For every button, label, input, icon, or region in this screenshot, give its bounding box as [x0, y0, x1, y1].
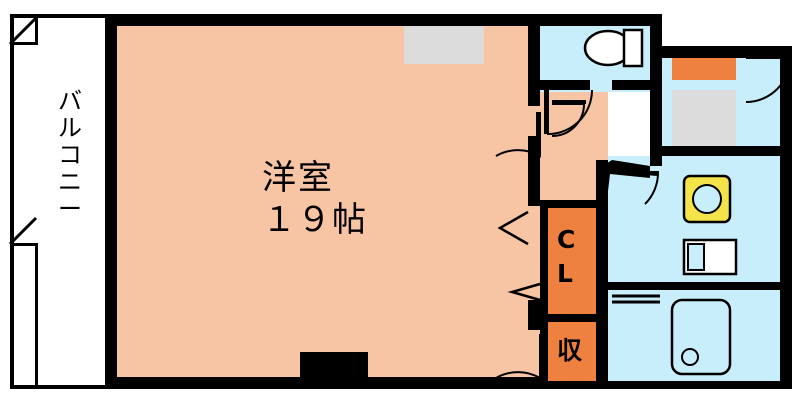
wall-wc-entry [650, 14, 662, 60]
kitchen-counter [404, 26, 484, 64]
balcony-inner-line-bottom [35, 245, 38, 389]
bath-area [608, 286, 790, 389]
balcony-area [10, 14, 105, 389]
wall-right-main-upper [528, 14, 540, 106]
balcony-rail-bottom [10, 243, 38, 246]
balcony-rail-top [10, 42, 38, 45]
wall-wc-right [650, 58, 662, 166]
wall-left-main [105, 14, 117, 389]
wall-top-entry [662, 46, 792, 58]
wall-washroom-bath-divider [608, 282, 792, 290]
wall-entry-bottom [650, 146, 792, 156]
wall-closet-top [540, 200, 608, 208]
wall-closet-divider [540, 314, 608, 322]
balcony-wall-left [10, 14, 14, 389]
wall-closet-bottom [540, 381, 608, 389]
vanity-counter [684, 240, 736, 274]
wall-washroom-left [600, 282, 608, 322]
wall-entry-right [780, 46, 792, 156]
balcony-label: バルコニー [58, 87, 82, 223]
wall-bath-bottom [596, 381, 792, 389]
entry-tile [672, 90, 736, 152]
balcony-wall-bottom [10, 385, 105, 389]
window-bottom-main [300, 352, 368, 389]
wall-right-main-mid [528, 136, 540, 206]
wall-under-wc-right [612, 80, 662, 90]
wall-right-main-lower [528, 300, 540, 330]
wall-closet-right [596, 170, 608, 389]
wall-under-wc [540, 80, 590, 90]
main-room-floor [105, 14, 540, 389]
wall-closet-left [540, 206, 548, 389]
closet-storage-fill [540, 322, 600, 389]
wall-hall-right [596, 160, 608, 208]
balcony-inner-line-top [35, 14, 38, 44]
closet-cl-label-line2: L [557, 259, 573, 288]
closet-cl-label-line1: C [557, 225, 576, 254]
storage-label: 収 [557, 336, 583, 365]
main-room-name-label: 洋室 [262, 158, 334, 198]
closet-cl-fill [540, 208, 600, 316]
balcony-wall-top [10, 14, 105, 18]
wall-top-wc [540, 14, 662, 26]
wall-entry-door-jamb [736, 46, 746, 58]
wall-bath-right [780, 156, 792, 389]
main-room-size-label: １９帖 [262, 200, 367, 240]
wall-top-main [105, 14, 540, 26]
